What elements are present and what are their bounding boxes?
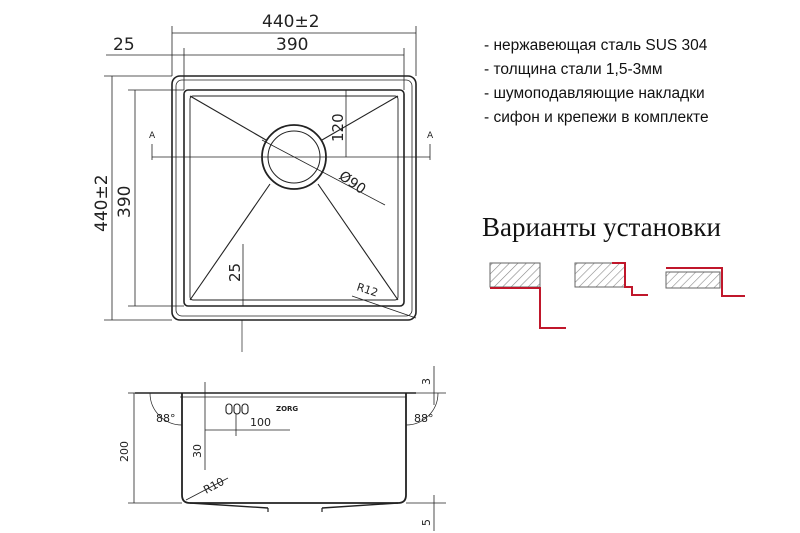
feature-item: - нержавеющая сталь SUS 304 bbox=[484, 37, 708, 54]
dim-margin: 25 bbox=[113, 35, 135, 55]
dim-angle-right: 88° bbox=[414, 412, 434, 425]
feature-item: - толщина стали 1,5-3мм bbox=[484, 61, 663, 78]
slope-line bbox=[321, 95, 399, 141]
dim-radius: R10 bbox=[201, 475, 226, 497]
slope-line bbox=[189, 95, 267, 141]
dim-bottom: 5 bbox=[420, 519, 433, 526]
dim-angle-left: 88° bbox=[156, 412, 176, 425]
outer-rim bbox=[171, 75, 417, 321]
angle-arc-right bbox=[405, 392, 439, 426]
dim-drain-offset: 120 bbox=[329, 113, 347, 142]
install-variant-flush bbox=[574, 262, 648, 296]
bowl-outline bbox=[183, 89, 405, 307]
feature-list: - нержавеющая сталь SUS 304 - толщина ст… bbox=[484, 34, 709, 130]
angle-arc-left bbox=[149, 392, 183, 426]
radius-leader bbox=[351, 295, 417, 319]
dim-height: 200 bbox=[118, 441, 131, 462]
bowl-bottom bbox=[189, 95, 399, 301]
dim-inner-width: 390 bbox=[276, 35, 308, 55]
dim-inner-height: 390 bbox=[115, 186, 135, 218]
bottom-foot-right bbox=[321, 502, 399, 509]
countertop-block bbox=[574, 262, 626, 288]
overflow-holes bbox=[225, 403, 249, 415]
brand-logo: ZORG bbox=[276, 405, 298, 413]
dim-overflow-depth: 30 bbox=[191, 444, 204, 458]
sink-profile bbox=[490, 287, 566, 329]
feature-item: - сифон и крепежи в комплекте bbox=[484, 109, 709, 126]
sink-profile bbox=[666, 267, 745, 297]
section-view: 200 88° 88° ZORG 30 100 R10 3 5 bbox=[118, 366, 446, 531]
slope-line bbox=[189, 183, 271, 301]
sink-profile bbox=[612, 262, 648, 296]
feature-item: - шумоподавляющие накладки bbox=[484, 85, 705, 102]
section-mark-right: A bbox=[427, 131, 434, 141]
install-variants-title: Варианты установки bbox=[482, 212, 721, 242]
dim-outer-width: 440±2 bbox=[262, 12, 320, 32]
svg-text:ZORG: ZORG bbox=[276, 405, 298, 413]
bowl-profile bbox=[181, 393, 407, 504]
countertop-block bbox=[665, 271, 721, 289]
top-view: Ø90 A A 440±2 390 25 440±2 390 120 25 bbox=[92, 12, 434, 352]
diameter-leader bbox=[261, 139, 386, 206]
dim-rim: 3 bbox=[420, 378, 433, 385]
install-variant-overmount bbox=[665, 267, 745, 297]
dim-bottom-offset: 25 bbox=[226, 263, 244, 282]
dim-overflow-width: 100 bbox=[250, 416, 271, 429]
countertop-block bbox=[489, 262, 541, 288]
dim-corner-radius: R12 bbox=[355, 280, 380, 299]
outer-rim-inner-line bbox=[175, 79, 413, 317]
section-mark-left: A bbox=[149, 131, 156, 141]
radius-leader-r10 bbox=[185, 477, 229, 501]
install-variant-undermount bbox=[489, 262, 566, 329]
dim-outer-height: 440±2 bbox=[92, 174, 112, 232]
bottom-foot-left bbox=[189, 502, 269, 509]
slope-line bbox=[317, 183, 399, 301]
